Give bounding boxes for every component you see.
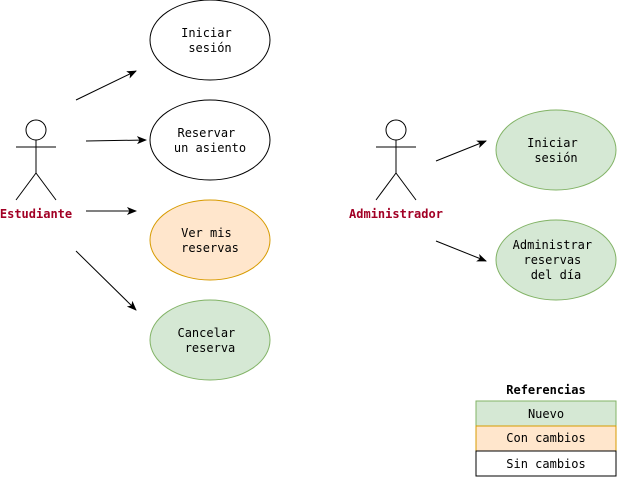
use-case-shape bbox=[495, 219, 617, 301]
actor-label-estudiante: Estudiante bbox=[0, 207, 72, 221]
legend-label: Con cambios bbox=[506, 431, 585, 445]
stick-figure-icon bbox=[375, 119, 417, 201]
legend: Referencias Nuevo Con cambios Sin cambio… bbox=[475, 383, 617, 477]
actor-label-administrador: Administrador bbox=[349, 207, 443, 221]
use-case-administrar-reservas[interactable]: Administrar reservas del día bbox=[495, 219, 617, 301]
use-case-ver-mis-reservas[interactable]: Ver mis reservas bbox=[149, 199, 271, 281]
legend-item-sin-cambios: Sin cambios bbox=[475, 450, 617, 477]
use-case-shape bbox=[149, 99, 271, 181]
arrow-estudiante-reservar bbox=[85, 136, 147, 145]
use-case-label: Reservar un asiento bbox=[174, 126, 246, 155]
legend-swatch bbox=[475, 400, 617, 427]
legend-item-nuevo: Nuevo bbox=[475, 400, 617, 427]
arrow-estudiante-cancelar bbox=[75, 250, 137, 311]
use-case-estudiante-iniciar-sesion[interactable]: Iniciar sesión bbox=[149, 0, 271, 81]
arrow-estudiante-iniciar-sesion bbox=[75, 70, 137, 101]
use-case-label: Iniciar sesión bbox=[181, 26, 239, 55]
use-case-label: Iniciar sesión bbox=[527, 136, 585, 165]
arrow-administrador-administrar bbox=[435, 240, 487, 262]
legend-swatch bbox=[475, 450, 617, 477]
legend-label: Nuevo bbox=[528, 407, 564, 421]
actor-administrador[interactable]: Administrador bbox=[349, 119, 443, 221]
use-case-label: Cancelar reserva bbox=[177, 326, 242, 355]
use-case-cancelar-reserva[interactable]: Cancelar reserva bbox=[149, 299, 271, 381]
use-case-shape bbox=[149, 0, 271, 81]
use-case-shape bbox=[495, 109, 617, 191]
associations bbox=[75, 70, 487, 311]
use-case-label: Administrar reservas del día bbox=[513, 238, 600, 282]
legend-label: Sin cambios bbox=[506, 457, 585, 471]
use-case-shape bbox=[149, 199, 271, 281]
legend-title: Referencias bbox=[506, 383, 585, 397]
use-case-reservar-asiento[interactable]: Reservar un asiento bbox=[149, 99, 271, 181]
use-case-label: Ver mis reservas bbox=[181, 226, 239, 255]
arrow-administrador-iniciar-sesion bbox=[435, 140, 487, 162]
stick-figure-icon bbox=[15, 119, 57, 201]
use-case-administrador-iniciar-sesion[interactable]: Iniciar sesión bbox=[495, 109, 617, 191]
actor-estudiante[interactable]: Estudiante bbox=[0, 119, 72, 221]
use-case-shape bbox=[149, 299, 271, 381]
legend-item-con-cambios: Con cambios bbox=[475, 425, 617, 452]
